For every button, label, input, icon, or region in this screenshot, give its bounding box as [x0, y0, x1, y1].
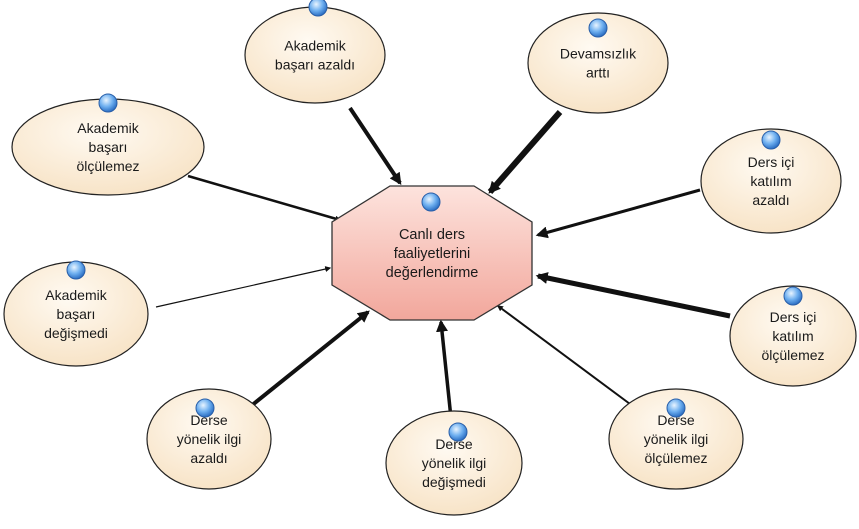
status-dot-icon: [666, 398, 686, 418]
arrow-akademik-basari-azaldi: [348, 106, 402, 185]
node-ders-ici-katilim-olculemez[interactable]: Ders içi katılım ölçülemez: [729, 285, 857, 387]
node-label-line: arttı: [586, 65, 610, 81]
node-label-line: yönelik ilgi: [644, 431, 709, 447]
status-dot-icon: [761, 130, 781, 150]
node-label-line: ölçülemez: [76, 158, 139, 174]
node-label-line: katılım: [772, 328, 813, 344]
connector-arrows: [155, 106, 731, 419]
arrow-akademik-basari-degismedi: [155, 266, 332, 308]
node-label-line: değişmedi: [422, 474, 486, 490]
center-octagon: [331, 185, 533, 321]
node-label-line: Akademik: [45, 287, 107, 303]
status-dot-icon: [308, 0, 328, 17]
node-label-line: azaldı: [752, 192, 789, 208]
node-derse-yonelik-ilgi-olculemez[interactable]: Derse yönelik ilgi ölçülemez: [608, 388, 744, 490]
node-label-line: yönelik ilgi: [422, 455, 487, 471]
node-label-line: başarı: [89, 139, 128, 155]
node-label-line: başarı azaldı: [275, 57, 355, 73]
arrow-ders-ici-katilim-azaldi: [535, 188, 701, 239]
node-derse-yonelik-ilgi-degismedi[interactable]: Derse yönelik ilgi değişmedi: [385, 410, 523, 516]
node-label-line: Derse: [435, 436, 473, 452]
node-ellipse: [729, 285, 857, 387]
center-label-line: değerlendirme: [386, 265, 479, 281]
status-dot-icon: [195, 398, 215, 418]
node-label-line: Derse: [190, 412, 228, 428]
arrow-devamsizlik-artti: [487, 110, 563, 194]
node-label-line: yönelik ilgi: [177, 431, 242, 447]
node-ellipse: [527, 12, 669, 114]
node-label-line: azaldı: [190, 450, 227, 466]
status-dot-icon: [783, 286, 803, 306]
node-akademik-basari-degismedi[interactable]: Akademik başarı değişmedi: [3, 260, 149, 367]
arrow-derse-yonelik-ilgi-olculemez: [497, 305, 631, 405]
node-ellipse: [700, 128, 842, 234]
node-label-line: başarı: [57, 306, 96, 322]
node-ellipse: [146, 388, 272, 490]
status-dot-icon: [66, 260, 86, 280]
center-node[interactable]: Canlı ders faaliyetlerini değerlendirme: [331, 185, 533, 321]
node-akademik-basari-azaldi[interactable]: Akademik başarı azaldı: [244, 0, 386, 104]
center-label-line: Canlı ders: [399, 227, 465, 243]
node-label-line: ölçülemez: [644, 450, 707, 466]
node-label-line: Devamsızlık: [560, 46, 637, 62]
arrow-akademik-basari-olculemez: [187, 174, 342, 222]
center-label-line: faaliyetlerini: [394, 246, 471, 262]
node-devamsizlik-artti[interactable]: Devamsızlık arttı: [527, 12, 669, 114]
status-dot-icon: [588, 18, 608, 38]
node-label-line: Derse: [657, 412, 695, 428]
arrow-derse-yonelik-ilgi-azaldi: [244, 310, 370, 412]
arrow-derse-yonelik-ilgi-degismedi: [436, 319, 453, 419]
node-label-line: değişmedi: [44, 325, 108, 341]
arrow-ders-ici-katilim-olculemez: [535, 272, 731, 319]
node-label-line: Akademik: [77, 120, 139, 136]
status-dot-icon: [421, 192, 441, 212]
status-dot-icon: [448, 422, 468, 442]
status-dot-icon: [98, 93, 118, 113]
node-label-line: Ders içi: [770, 309, 817, 325]
node-ellipse: [385, 410, 523, 516]
node-label-line: katılım: [750, 173, 791, 189]
node-label-line: ölçülemez: [761, 347, 824, 363]
node-akademik-basari-olculemez[interactable]: Akademik başarı ölçülemez: [11, 93, 205, 196]
node-ellipse: [244, 6, 386, 104]
node-ders-ici-katilim-azaldi[interactable]: Ders içi katılım azaldı: [700, 128, 842, 234]
node-label-line: Ders içi: [748, 154, 795, 170]
node-derse-yonelik-ilgi-azaldi[interactable]: Derse yönelik ilgi azaldı: [146, 388, 272, 490]
node-label-line: Akademik: [284, 38, 346, 54]
node-ellipse: [608, 388, 744, 490]
